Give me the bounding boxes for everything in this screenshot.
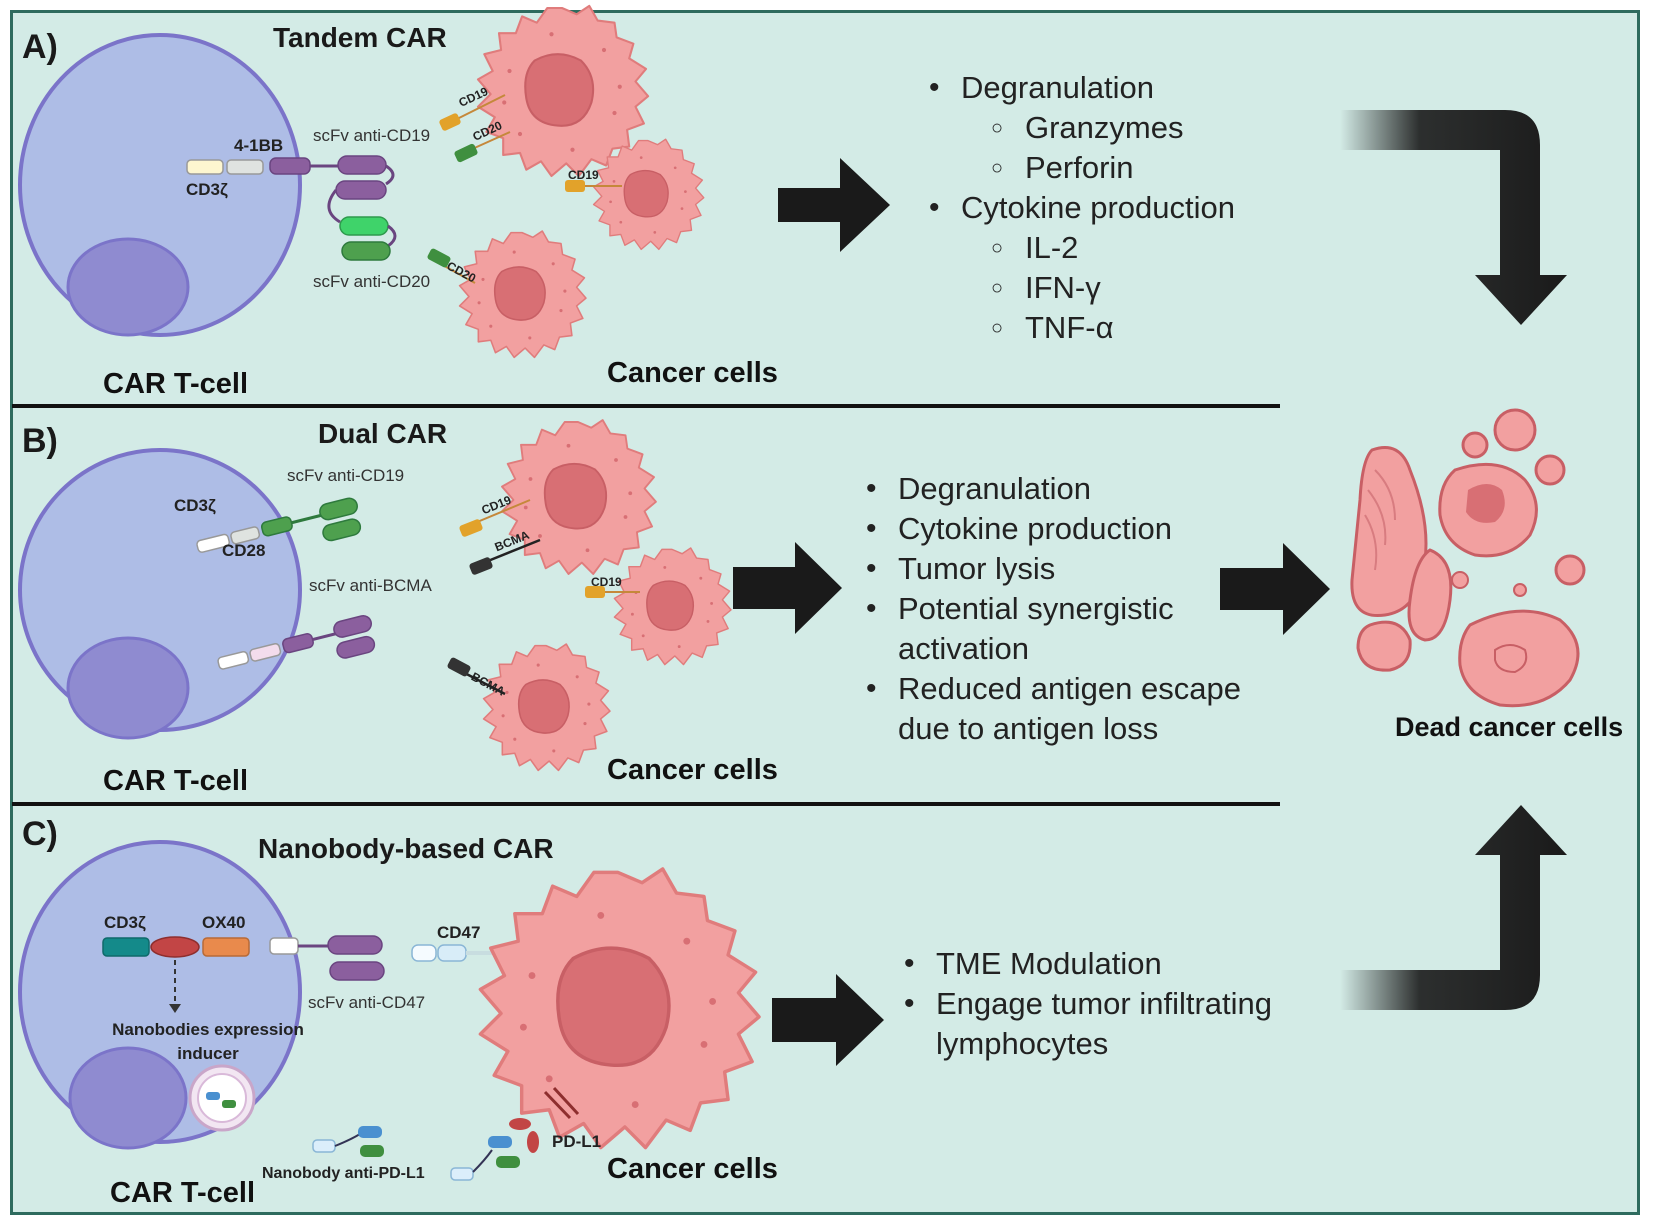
outcome-item: Potential synergistic activation bbox=[862, 589, 1272, 669]
label-scfv-bcma-b: scFv anti-BCMA bbox=[309, 576, 432, 595]
panel-c-letter: C) bbox=[22, 815, 58, 853]
panel-a-graphics bbox=[18, 4, 890, 359]
arrow-c bbox=[772, 974, 884, 1066]
outcome-item: Cytokine production bbox=[925, 188, 1345, 228]
antigen-cd47: CD47 bbox=[437, 923, 481, 942]
arrow-a bbox=[778, 158, 890, 252]
antigen-pd-l1: PD-L1 bbox=[552, 1132, 602, 1151]
panel-b-title: Dual CAR bbox=[318, 418, 448, 449]
arrow-b bbox=[733, 542, 842, 634]
divider-b-c bbox=[12, 802, 1280, 806]
panel-c-title: Nanobody-based CAR bbox=[258, 833, 554, 864]
curved-arrow-top bbox=[1340, 110, 1567, 325]
panel-c-cell-label: CAR T-cell bbox=[110, 1177, 256, 1209]
label-nanobody-pdl1: Nanobody anti-PD-L1 bbox=[262, 1165, 425, 1182]
panel-a-outcomes: Degranulation Granzymes Perforin Cytokin… bbox=[925, 68, 1345, 348]
outcome-subitem: IFN-γ bbox=[925, 268, 1345, 308]
antigen-cd19-b2: CD19 bbox=[591, 575, 622, 589]
label-ox40-c: OX40 bbox=[202, 913, 246, 932]
outcome-subitem: TNF-α bbox=[925, 308, 1345, 348]
outcome-item: Tumor lysis bbox=[862, 549, 1272, 589]
label-scfv-cd19-b: scFv anti-CD19 bbox=[287, 466, 405, 485]
label-nanobody-inducer: Nanobodies expression inducer bbox=[112, 1020, 304, 1063]
outcome-item: Degranulation bbox=[862, 469, 1272, 509]
panel-b-graphics bbox=[18, 419, 842, 772]
label-cd3z-a: CD3ζ bbox=[186, 180, 228, 199]
label-4-1bb: 4-1BB bbox=[234, 136, 284, 155]
panel-a-cell-label: CAR T-cell bbox=[103, 368, 249, 400]
panel-b-cancer-label: Cancer cells bbox=[607, 754, 778, 786]
divider-a-b bbox=[12, 404, 1280, 408]
panel-b-letter: B) bbox=[22, 422, 58, 460]
outcome-item: Engage tumor infiltrating lymphocytes bbox=[900, 984, 1300, 1064]
antigen-cd19-a2: CD19 bbox=[568, 168, 599, 182]
panel-c-cancer-label: Cancer cells bbox=[607, 1153, 778, 1185]
outcome-subitem: IL-2 bbox=[925, 228, 1345, 268]
flow-arrows bbox=[1220, 110, 1567, 1010]
label-cd3z-b: CD3ζ bbox=[174, 496, 216, 515]
nucleus-b bbox=[66, 636, 190, 740]
outcome-subitem: Perforin bbox=[925, 148, 1345, 188]
dead-cancer-cells-label: Dead cancer cells bbox=[1395, 712, 1624, 742]
outcome-subitem: Granzymes bbox=[925, 108, 1345, 148]
curved-arrow-bottom bbox=[1340, 805, 1567, 1010]
nucleus-a bbox=[66, 237, 190, 337]
outcome-item: Reduced antigen escape due to antigen lo… bbox=[862, 669, 1272, 749]
label-cd28-b: CD28 bbox=[222, 541, 266, 560]
label-scfv-cd20-a: scFv anti-CD20 bbox=[313, 272, 431, 291]
panel-a-letter: A) bbox=[22, 28, 58, 66]
panel-a-cancer-label: Cancer cells bbox=[607, 357, 778, 389]
panel-b-outcomes: Degranulation Cytokine production Tumor … bbox=[862, 469, 1272, 749]
dead-cancer-cells bbox=[1350, 408, 1586, 708]
nucleus-c bbox=[68, 1046, 188, 1150]
panel-a-title: Tandem CAR bbox=[273, 22, 447, 53]
outcome-item: Degranulation bbox=[925, 68, 1345, 108]
outcome-item: TME Modulation bbox=[900, 944, 1300, 984]
label-scfv-cd19-a: scFv anti-CD19 bbox=[313, 126, 431, 145]
panel-b-cell-label: CAR T-cell bbox=[103, 765, 249, 797]
label-scfv-cd47-c: scFv anti-CD47 bbox=[308, 993, 426, 1012]
outcome-item: Cytokine production bbox=[862, 509, 1272, 549]
label-cd3z-c: CD3ζ bbox=[104, 913, 146, 932]
arrow-middle bbox=[1220, 543, 1330, 635]
panel-c-graphics bbox=[18, 840, 884, 1181]
panel-c-outcomes: TME Modulation Engage tumor infiltrating… bbox=[900, 944, 1300, 1064]
